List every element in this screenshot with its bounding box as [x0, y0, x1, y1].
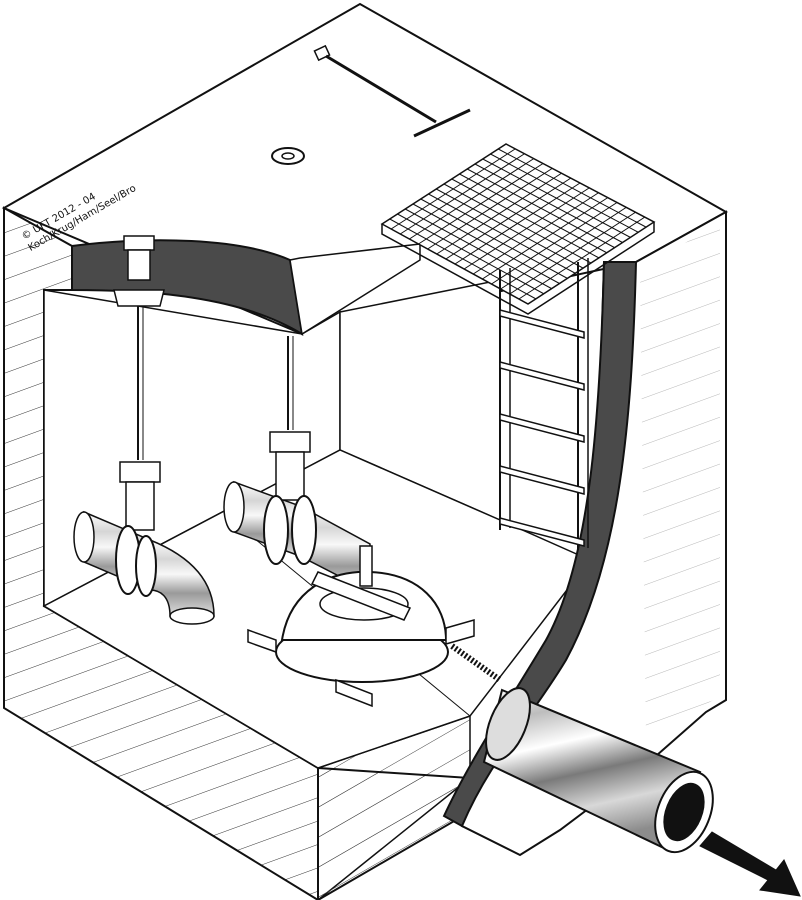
grating-bar: [467, 168, 615, 249]
wall-cross-section-right: [442, 261, 638, 828]
outlet-pipe: [482, 687, 714, 854]
ladder-rung: [499, 517, 585, 547]
grating-bar: [498, 148, 647, 228]
access-ladder: [499, 258, 589, 550]
grating-bar: [472, 192, 599, 275]
grating-bar: [491, 202, 618, 285]
grating-bar: [500, 206, 627, 290]
grating-bar: [451, 178, 600, 259]
spindle-extension-left: [113, 235, 165, 460]
ladder-rung: [499, 465, 585, 495]
grating-bar: [509, 211, 636, 295]
flow-direction-arrow: [699, 831, 801, 897]
knife-gate-valve-right: [263, 431, 317, 565]
manhole-lid: [271, 147, 305, 165]
grating-edge: [381, 222, 655, 315]
knife-gate-valve-left: [115, 461, 161, 597]
grating-cover: [380, 143, 656, 315]
ladder-rung: [499, 309, 585, 339]
grating-bar: [482, 158, 631, 238]
grating-bar: [490, 153, 639, 233]
grating-bar: [454, 182, 581, 265]
grating-bar: [459, 173, 607, 254]
grating-bar: [482, 197, 609, 280]
flow-regulator-disc: [247, 545, 502, 708]
floor-valve-key: [313, 44, 471, 138]
spindle-extension-right: [287, 336, 294, 430]
grating-bar: [463, 187, 590, 270]
grating-bar: [474, 163, 623, 243]
ladder-rung: [499, 361, 585, 391]
grating-bar: [518, 216, 646, 300]
ladder-rung: [499, 413, 585, 443]
